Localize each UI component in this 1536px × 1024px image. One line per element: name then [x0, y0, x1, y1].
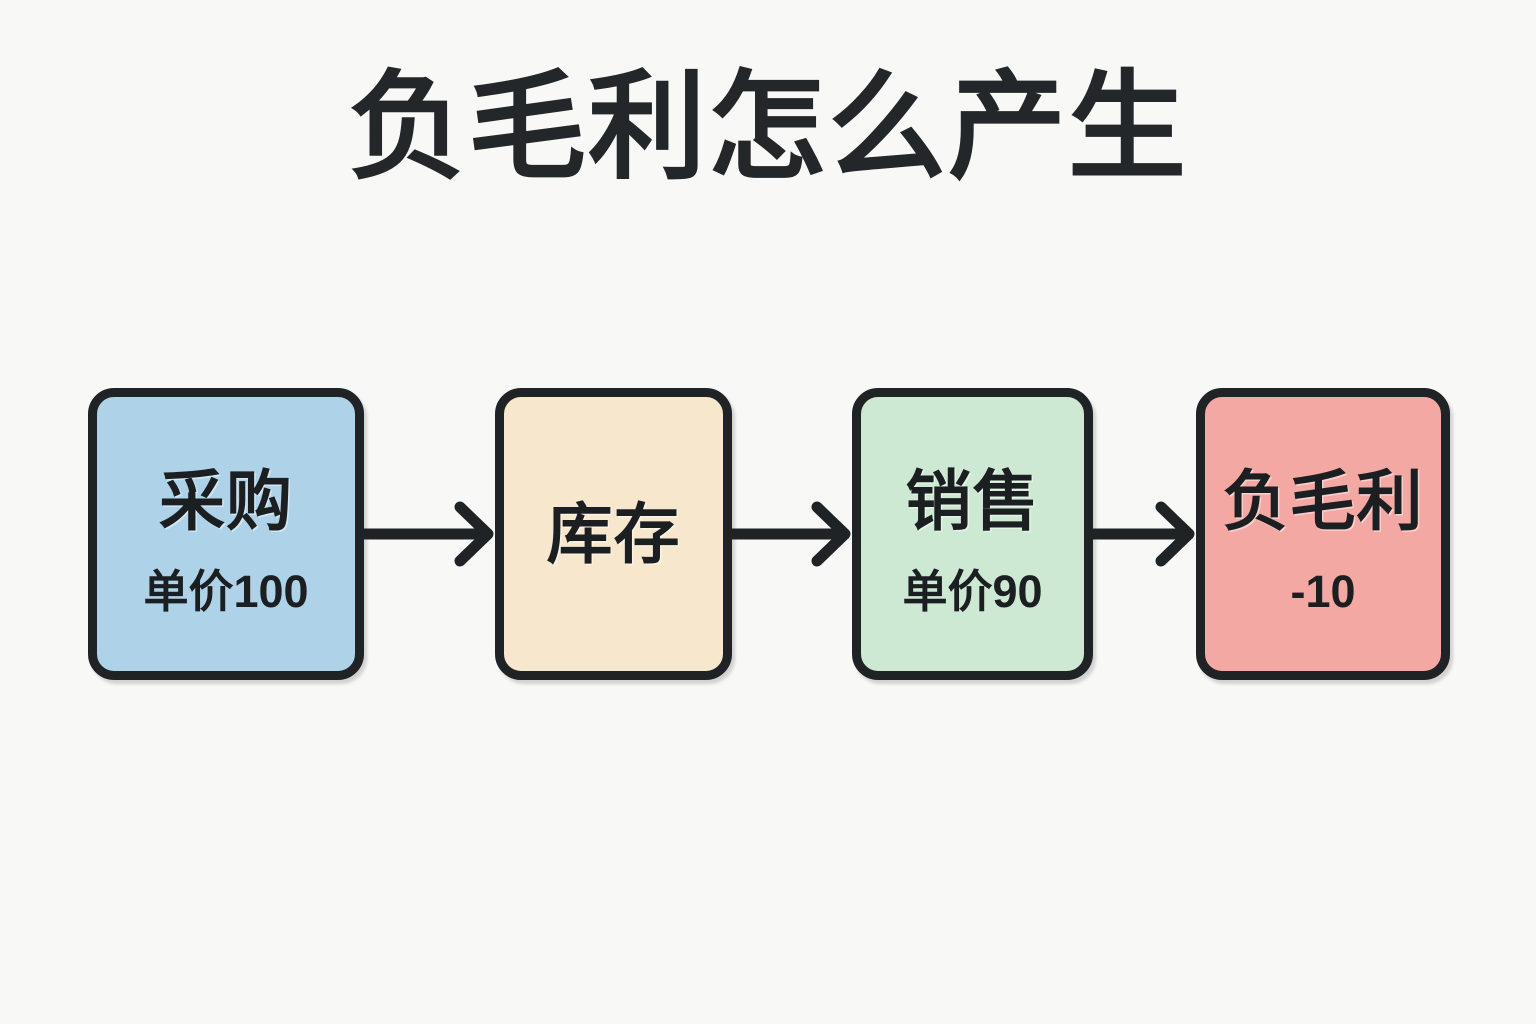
page-title: 负毛利怎么产生: [347, 62, 1188, 194]
flow-node-title: 采购: [159, 464, 293, 538]
flow-node-inventory[interactable]: 库存: [495, 388, 732, 680]
arrow-right-icon-purchase-to-inventory: [358, 496, 501, 572]
flow-node-purchase[interactable]: 采购 单价100: [88, 388, 364, 680]
flow-node-subtitle: 单价100: [143, 566, 309, 617]
arrow-right-icon-sales-to-negative-gross-profit: [1087, 496, 1202, 572]
flow-node-negative-gross-profit[interactable]: 负毛利 -10: [1196, 388, 1450, 680]
arrow-right-icon-inventory-to-sales: [726, 496, 858, 572]
flow-node-title: 负毛利: [1222, 464, 1424, 538]
flow-node-subtitle: -10: [1290, 566, 1356, 617]
flow-node-title: 销售: [905, 464, 1040, 538]
flow-node-subtitle: 单价90: [902, 566, 1043, 617]
flow-node-sales[interactable]: 销售 单价90: [852, 388, 1093, 680]
flow-diagram: 采购 单价100 库存 销售 单价90: [88, 388, 1450, 680]
flow-node-title: 库存: [546, 497, 681, 571]
